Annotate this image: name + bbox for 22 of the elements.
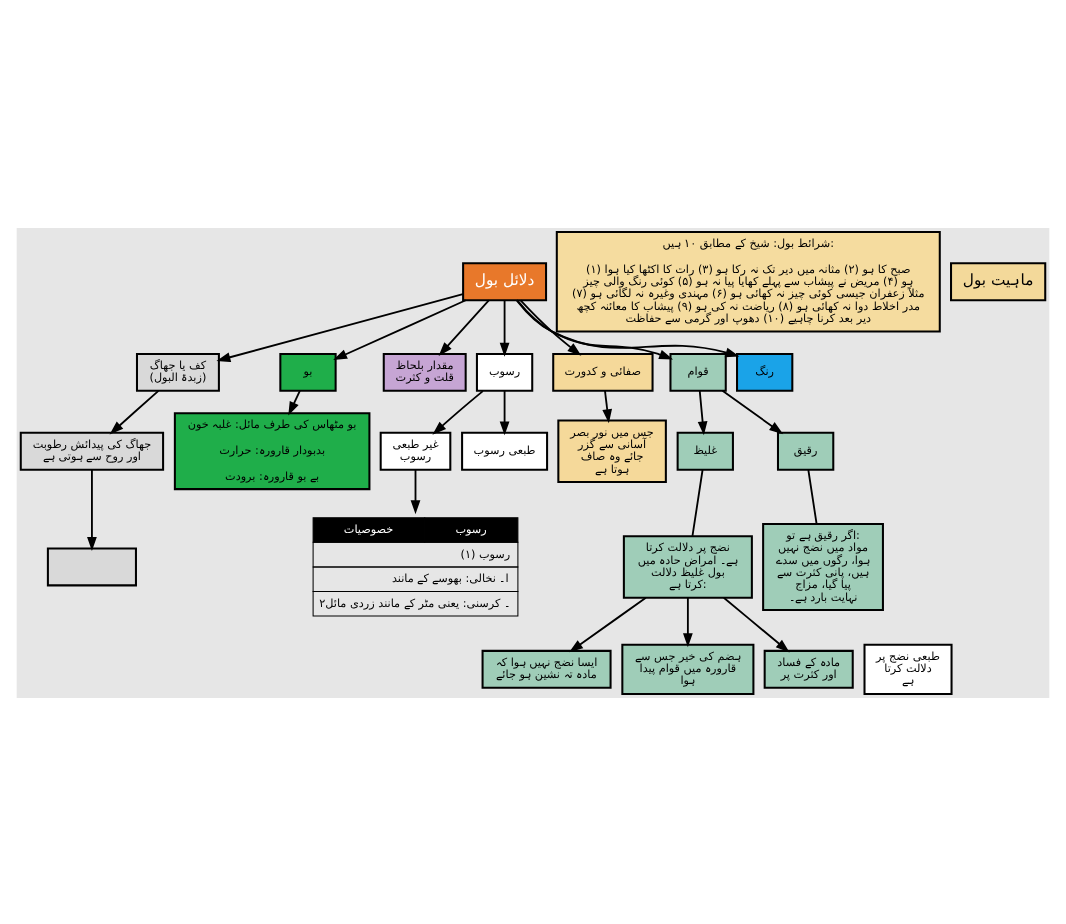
arrow (602, 388, 613, 423)
arrow (519, 298, 582, 355)
arrow (515, 298, 740, 357)
arrow (499, 298, 510, 356)
arrow (87, 468, 97, 551)
arrow (683, 595, 693, 647)
arrow (499, 388, 510, 435)
arrow (432, 389, 484, 434)
arrow (109, 388, 160, 434)
connector (691, 468, 704, 536)
arrow (438, 298, 490, 355)
arrow (722, 595, 790, 652)
arrow (516, 298, 674, 359)
arrow (721, 388, 784, 434)
arrow (216, 292, 464, 361)
node-box (46, 546, 137, 586)
arrow (569, 595, 647, 652)
connector (807, 468, 818, 524)
arrow (410, 468, 421, 514)
arrow (697, 388, 708, 435)
arrow (288, 388, 301, 415)
arrow (333, 298, 467, 360)
